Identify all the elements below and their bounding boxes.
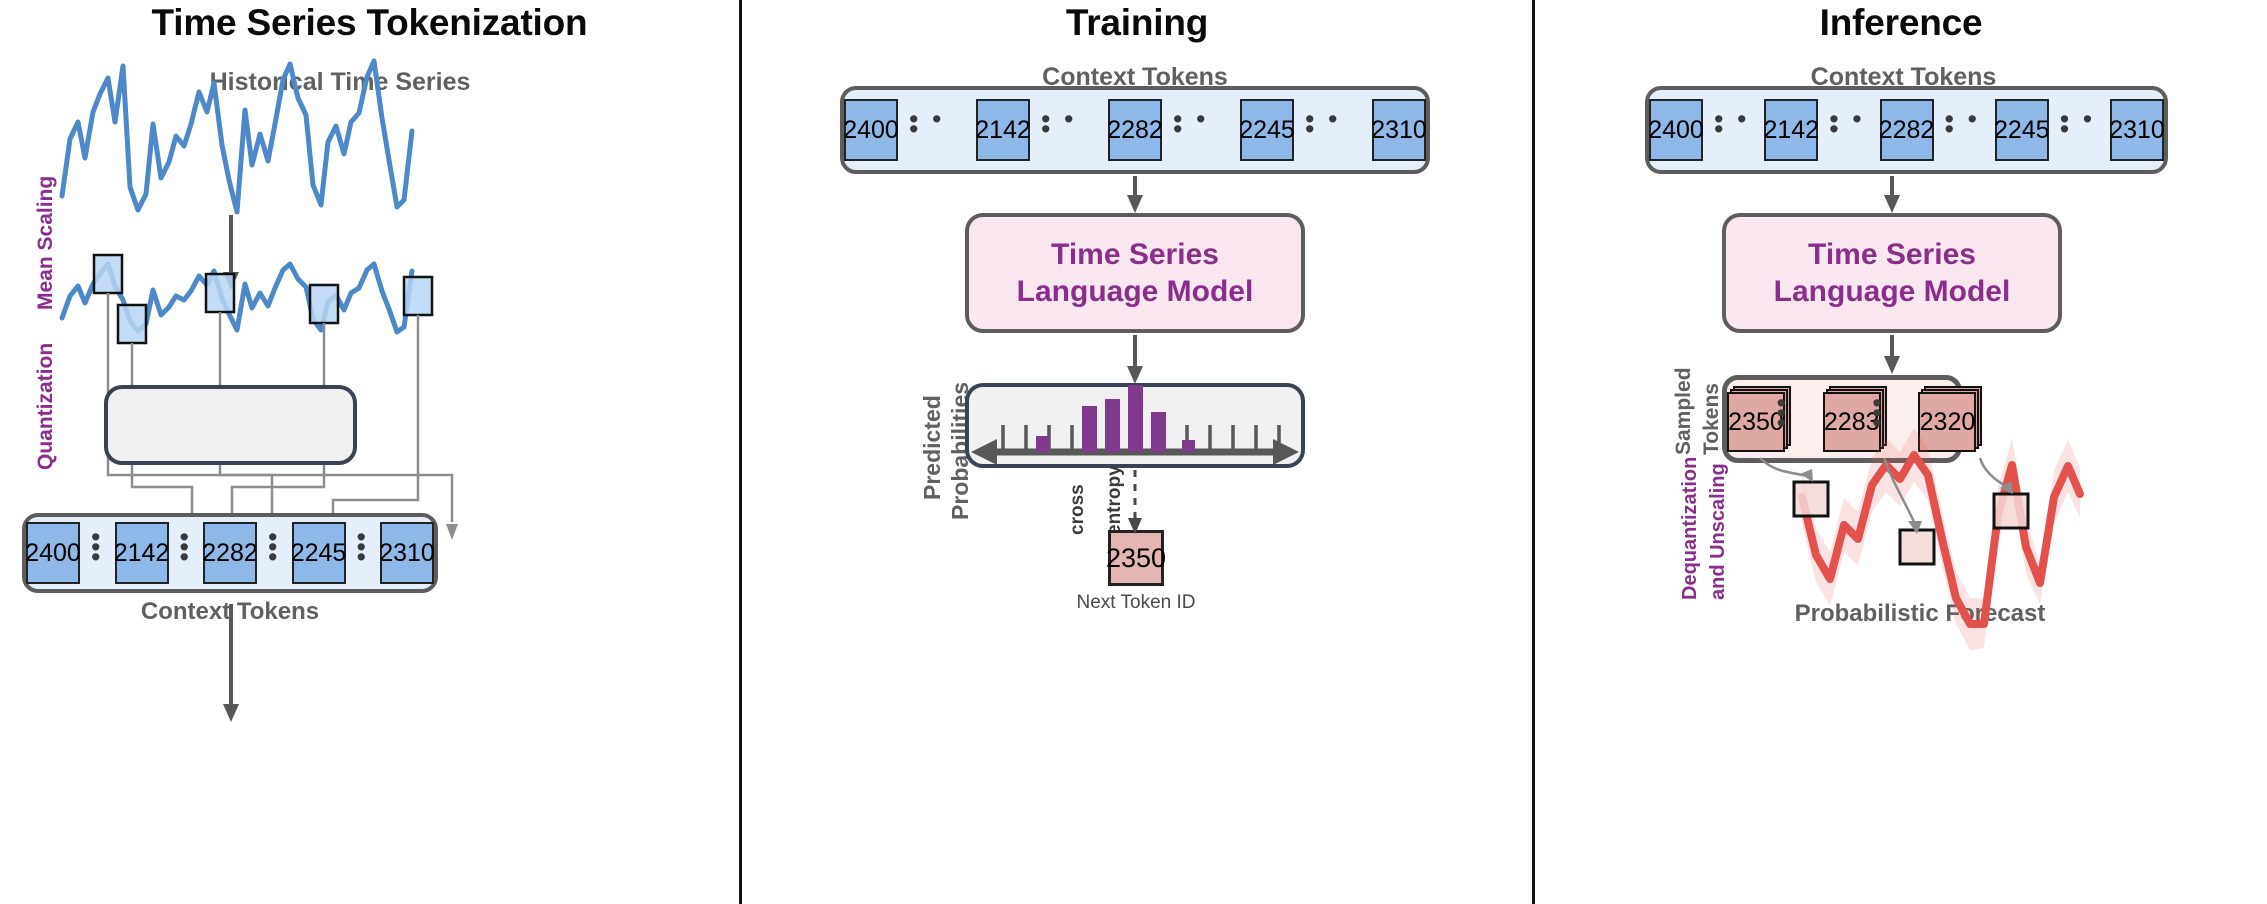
probability-bars <box>1036 385 1195 452</box>
token-chip[interactable]: 2282 <box>202 522 258 584</box>
probability-bar <box>1036 436 1049 452</box>
sampled-token-stack[interactable]: 2283 <box>1822 386 1887 452</box>
quantization-window <box>204 272 236 314</box>
sampled-tokens-box: 2350 • • • 2283 • • • 2320 <box>1722 375 1983 463</box>
quantization-window <box>402 275 434 317</box>
inference-model-line2: Language Model <box>1773 275 2011 308</box>
token-chip[interactable]: 2142 <box>114 522 169 584</box>
arrow-tokens-head <box>223 704 239 722</box>
probability-bar <box>1182 440 1195 452</box>
dequantized-marker <box>1992 492 2030 530</box>
sample-connector-arrows <box>1800 469 2013 534</box>
token-chip[interactable]: 2400 <box>843 99 899 161</box>
sampled-token-stack[interactable]: 2320 <box>1918 386 1983 452</box>
stack-card-front: 2350 <box>1726 392 1785 452</box>
inference-context-tokens-box: 2400 • • • 2142 • • • 2282 • • • 2245 • … <box>1645 86 2168 174</box>
panel-title-tokenization: Time Series Tokenization <box>151 2 588 43</box>
probability-bar <box>1105 399 1120 452</box>
quantization-box <box>104 385 357 465</box>
training-model-box: Time Series Language Model <box>965 213 1305 333</box>
probabilities-axis <box>971 385 1299 465</box>
token-chip[interactable]: 2142 <box>975 99 1031 161</box>
tokenization-context-caption: Context Tokens <box>140 598 320 625</box>
forecast-caption: Probabilistic Forecast <box>1794 600 2046 627</box>
token-chip[interactable]: 2400 <box>25 522 81 584</box>
token-ellipsis: • • • <box>356 522 369 572</box>
training-model-line2: Language Model <box>1016 275 1254 308</box>
panel-divider-1 <box>739 0 742 904</box>
inference-model-line1: Time Series <box>1808 237 1976 271</box>
token-chip[interactable]: 2310 <box>1371 99 1427 161</box>
stack-card-front: 2283 <box>1822 392 1881 452</box>
sampled-token-ellipsis: • • • <box>1776 388 1789 438</box>
token-chip[interactable]: 2310 <box>2109 99 2165 161</box>
training-context-tokens-box: 2400 • • • 2142 • • • 2282 • • • 2245 • … <box>840 86 1430 174</box>
panel-divider-2 <box>1532 0 1535 904</box>
stack-card-front: 2320 <box>1918 392 1977 452</box>
next-token-caption: Next Token ID <box>1076 592 1196 613</box>
forecast-line <box>1798 451 2084 628</box>
inference-graphics <box>1759 176 2084 650</box>
dequantized-markers <box>1792 480 2030 566</box>
probability-bar <box>1151 412 1166 452</box>
token-chip[interactable]: 2282 <box>1107 99 1163 161</box>
historical-series-line <box>59 58 415 215</box>
dequantized-marker <box>1792 480 1830 518</box>
sampled-token-stack[interactable]: 2350 <box>1726 386 1791 452</box>
dequantized-marker <box>1898 528 1936 566</box>
token-chip[interactable]: 2245 <box>1239 99 1295 161</box>
token-ellipsis: • • • <box>179 522 192 572</box>
token-chip[interactable]: 2282 <box>1879 99 1934 161</box>
probabilities-axis-arrow-right <box>1273 439 1299 465</box>
probabilities-axis-arrow-left <box>971 439 997 465</box>
token-chip[interactable]: 2245 <box>1994 99 2050 161</box>
token-chip[interactable]: 2142 <box>1763 99 1819 161</box>
training-graphics <box>971 176 1299 534</box>
token-chip[interactable]: 2400 <box>1648 99 1704 161</box>
scaled-series-line <box>59 261 415 335</box>
training-arrow-1-head <box>1127 195 1143 213</box>
token-ellipsis: • • • <box>268 522 281 572</box>
sampled-token-ellipsis: • • • <box>1872 388 1885 438</box>
quantization-window <box>308 283 340 325</box>
probability-bar <box>1128 385 1143 452</box>
token-chip[interactable]: 2245 <box>291 522 346 584</box>
inference-arrow-2-head <box>1884 356 1900 374</box>
tokenization-context-tokens-box: 2400 • • • 2142 • • • 2282 • • • 2245 • … <box>22 513 438 593</box>
quantization-window-group <box>92 253 434 345</box>
next-token-box[interactable]: 2350 <box>1106 530 1166 586</box>
probability-bar <box>1082 406 1097 452</box>
panel-title-training: Training <box>1065 2 1209 43</box>
quantization-window <box>92 253 124 295</box>
token-ellipsis: • • • <box>91 522 104 572</box>
historical-series-title: Historical Time Series <box>209 68 471 96</box>
quantization-window <box>116 303 148 345</box>
training-model-line1: Time Series <box>1051 237 1219 271</box>
tokenization-graphics <box>59 58 458 722</box>
inference-model-box: Time Series Language Model <box>1722 213 2062 333</box>
inference-arrow-1-head <box>1884 195 1900 213</box>
cross-entropy-arrow-head <box>1128 518 1142 534</box>
token-chip[interactable]: 2310 <box>379 522 435 584</box>
panel-title-inference: Inference <box>1819 2 1983 43</box>
training-arrow-2-head <box>1127 366 1143 384</box>
